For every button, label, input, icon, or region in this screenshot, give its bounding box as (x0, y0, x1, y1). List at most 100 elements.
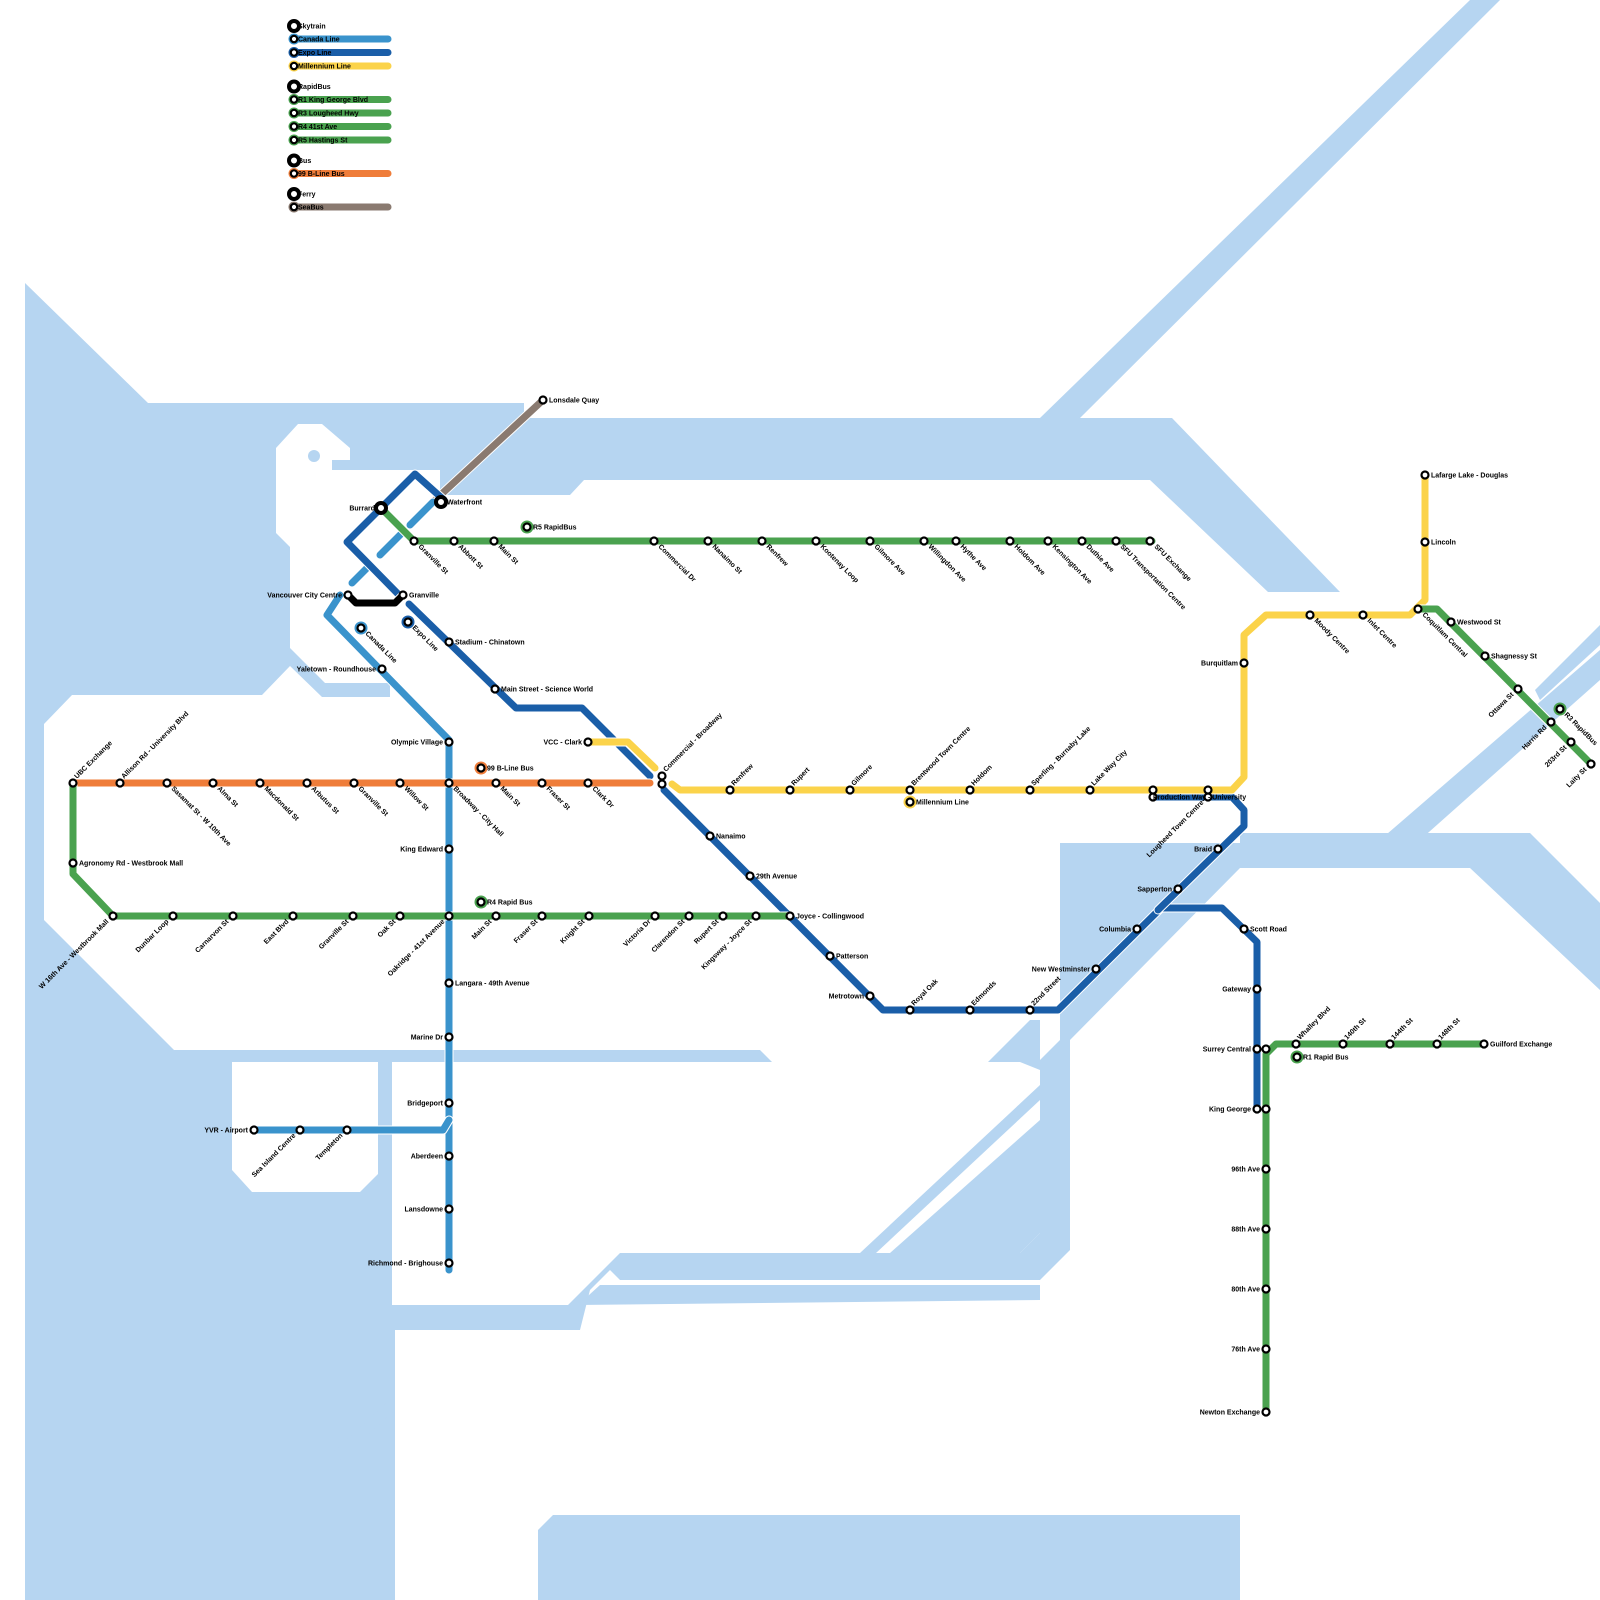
station-coquitlam[interactable] (1413, 604, 1423, 614)
station-yaletown[interactable] (377, 664, 387, 674)
station-stadium[interactable] (444, 637, 454, 647)
station-clark-dr[interactable] (583, 778, 593, 788)
station-king-edward[interactable] (444, 844, 454, 854)
station-96th[interactable] (1261, 1164, 1271, 1174)
line-badge-icon[interactable] (476, 897, 486, 907)
station-new-west[interactable] (1091, 964, 1101, 974)
station-b-fraser[interactable] (537, 778, 547, 788)
station-hythe[interactable] (951, 536, 961, 546)
route-connector[interactable] (344, 591, 407, 607)
station-oakridge[interactable] (444, 911, 454, 921)
station-victoria[interactable] (650, 911, 660, 921)
station-abbott[interactable] (449, 536, 459, 546)
line-badge-icon[interactable] (522, 522, 532, 532)
station-commercial-dr[interactable] (649, 536, 659, 546)
station-76th[interactable] (1261, 1344, 1271, 1354)
station-b-granville[interactable] (349, 778, 359, 788)
route-expo-line[interactable] (377, 470, 448, 512)
station-platform[interactable] (1148, 785, 1158, 795)
route-canada-line[interactable] (323, 591, 453, 1274)
station-main-sw[interactable] (490, 684, 500, 694)
station-dunbar[interactable] (168, 911, 178, 921)
route-canada-line[interactable] (406, 498, 437, 529)
station-edmonds[interactable] (965, 1005, 975, 1015)
station-aberdeen[interactable] (444, 1151, 454, 1161)
station-oak[interactable] (395, 911, 405, 921)
station-agronomy[interactable] (68, 858, 78, 868)
station-shagnessy[interactable] (1480, 651, 1490, 661)
route-expo-line[interactable] (343, 504, 404, 600)
station-holdom-ave[interactable] (1005, 536, 1015, 546)
station-sasamat[interactable] (162, 778, 172, 788)
station-r5-main[interactable] (489, 536, 499, 546)
station-r4-granville[interactable] (348, 911, 358, 921)
station-kingsway-joyce[interactable] (751, 911, 761, 921)
station-whalley[interactable] (1291, 1039, 1301, 1049)
station-clarendon[interactable] (684, 911, 694, 921)
station-r4-fraser[interactable] (537, 911, 547, 921)
station-m-rupert[interactable] (785, 785, 795, 795)
station-columbia[interactable] (1132, 924, 1142, 934)
station-platform[interactable] (1203, 785, 1213, 795)
station-granville[interactable] (398, 590, 408, 600)
station-r1-king-george[interactable] (1261, 1104, 1271, 1114)
line-badge-icon[interactable] (476, 763, 486, 773)
station-144th[interactable] (1385, 1039, 1395, 1049)
station-royal-oak[interactable] (905, 1005, 915, 1015)
station-macdonald[interactable] (255, 778, 265, 788)
station-comm-bwy[interactable] (657, 771, 667, 781)
station-braid[interactable] (1213, 844, 1223, 854)
route-millennium-line[interactable] (584, 738, 659, 772)
line-badge-icon[interactable] (1292, 1052, 1302, 1062)
station-guilford[interactable] (1479, 1039, 1489, 1049)
line-badge-icon[interactable] (1555, 704, 1565, 714)
station-140th[interactable] (1338, 1039, 1348, 1049)
station-knight[interactable] (584, 911, 594, 921)
station-carnarvon[interactable] (228, 911, 238, 921)
station-surrey-c[interactable] (1252, 1044, 1262, 1054)
station-duthie[interactable] (1077, 536, 1087, 546)
station-scott[interactable] (1239, 924, 1249, 934)
station-148th[interactable] (1432, 1039, 1442, 1049)
station-allison[interactable] (115, 778, 125, 788)
station-king-george[interactable] (1252, 1104, 1262, 1114)
station-platform[interactable] (657, 779, 667, 789)
station-olympic[interactable] (444, 737, 454, 747)
station-sfu-ex[interactable] (1145, 536, 1155, 546)
station-broadway-ch[interactable] (444, 778, 454, 788)
station-nanaimo-st[interactable] (703, 536, 713, 546)
station-brighouse[interactable] (444, 1258, 454, 1268)
route-canada-line[interactable] (250, 1116, 453, 1134)
station-r4-rupert[interactable] (718, 911, 728, 921)
station-r1-surrey-c[interactable] (1261, 1044, 1271, 1054)
route-seabus[interactable] (429, 396, 547, 506)
station-r5-renfrew[interactable] (757, 536, 767, 546)
station-22nd[interactable] (1025, 1005, 1035, 1015)
station-newton[interactable] (1261, 1407, 1271, 1417)
station-lake-city[interactable] (1085, 785, 1095, 795)
line-badge-icon[interactable] (403, 617, 413, 627)
route-millennium-line[interactable] (668, 780, 1157, 794)
station-kootenay[interactable] (811, 536, 821, 546)
station-marine[interactable] (444, 1032, 454, 1042)
station-holdom[interactable] (965, 785, 975, 795)
station-burquitlam[interactable] (1239, 658, 1249, 668)
station-waterfront[interactable] (434, 495, 448, 509)
station-w16[interactable] (108, 911, 118, 921)
station-ottawa[interactable] (1513, 684, 1523, 694)
station-29th[interactable] (745, 871, 755, 881)
station-r5-granville[interactable] (409, 536, 419, 546)
route-millennium-line[interactable] (1149, 471, 1429, 794)
station-gateway[interactable] (1252, 984, 1262, 994)
station-lansdowne[interactable] (444, 1204, 454, 1214)
station-moody[interactable] (1305, 610, 1315, 620)
line-badge-icon[interactable] (356, 623, 366, 633)
station-ubc[interactable] (68, 778, 78, 788)
station-vcc-clark[interactable] (583, 737, 593, 747)
station-templeton[interactable] (342, 1125, 352, 1135)
station-vcc-centre[interactable] (343, 590, 353, 600)
station-arbutus[interactable] (302, 778, 312, 788)
station-88th[interactable] (1261, 1224, 1271, 1234)
station-willow[interactable] (395, 778, 405, 788)
station-sfu-tc[interactable] (1111, 536, 1121, 546)
